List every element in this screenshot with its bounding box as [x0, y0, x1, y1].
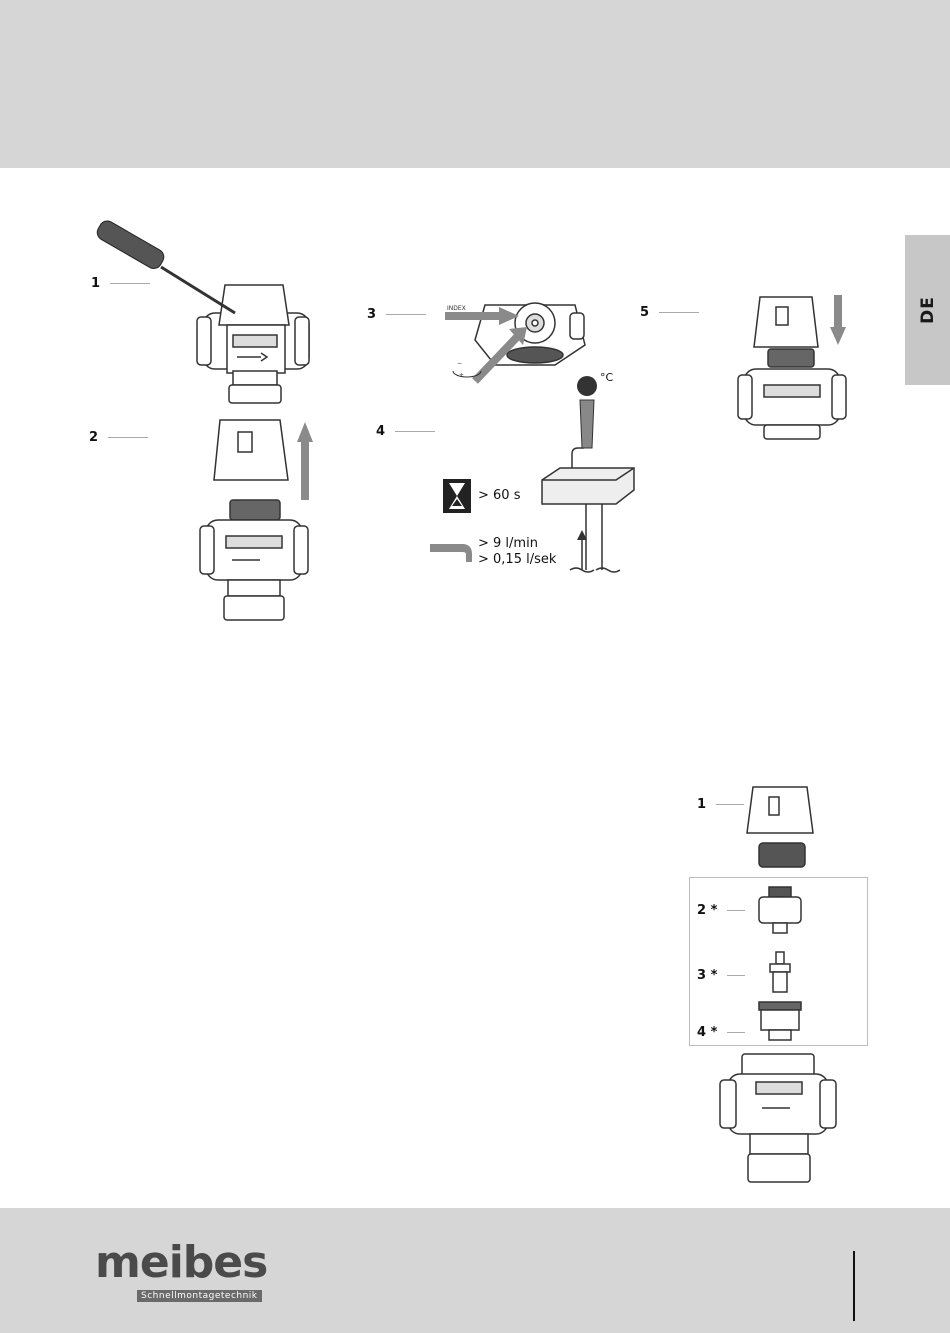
language-tab-label: DE: [917, 296, 937, 324]
arrow-up-icon: [297, 422, 313, 500]
minus-label: −: [457, 360, 462, 367]
step-3-number: 3: [367, 307, 426, 322]
part-4-seat-illustration: [755, 1000, 805, 1042]
footer-divider: [853, 1251, 855, 1321]
flow-line-1: > 9 l/min: [478, 536, 538, 552]
logo-tagline: Schnellmontagetechnik: [137, 1290, 262, 1302]
logo-name: meibes: [95, 1243, 267, 1283]
hourglass-icon: [443, 479, 471, 513]
step-4-sink-illustration: [540, 370, 650, 580]
part-2-label: 2 *: [697, 903, 745, 918]
part-3-label: 3 *: [697, 968, 745, 983]
step-2-illustration: [200, 410, 330, 625]
part-1-label: 1: [697, 797, 744, 812]
plus-label: +: [459, 372, 464, 379]
index-label: INDEX: [447, 305, 466, 312]
header-band: [0, 0, 950, 168]
part-1-cap-illustration: [745, 785, 825, 875]
faucet-flow-icon: [430, 540, 475, 564]
valve-body-illustration: [718, 1052, 838, 1187]
screwdriver-icon: [94, 218, 235, 313]
meibes-logo: meibes Schnellmontagetechnik: [95, 1243, 267, 1302]
step-4-number: 4: [376, 424, 435, 439]
step-5-illustration: [738, 293, 868, 443]
time-label: > 60 s: [478, 488, 520, 504]
arrow-down-icon: [830, 295, 846, 345]
step-2-number: 2: [89, 430, 148, 445]
thermometer-icon: [577, 376, 597, 448]
step-1-illustration: [105, 225, 315, 405]
temperature-unit: °C: [600, 370, 613, 386]
flow-line-2: > 0,15 l/sek: [478, 552, 556, 568]
part-2-insert-illustration: [755, 885, 805, 935]
language-tab[interactable]: DE: [905, 235, 950, 385]
part-4-label: 4 *: [697, 1025, 745, 1040]
part-3-spindle-illustration: [765, 950, 795, 995]
step-5-number: 5: [640, 305, 699, 320]
